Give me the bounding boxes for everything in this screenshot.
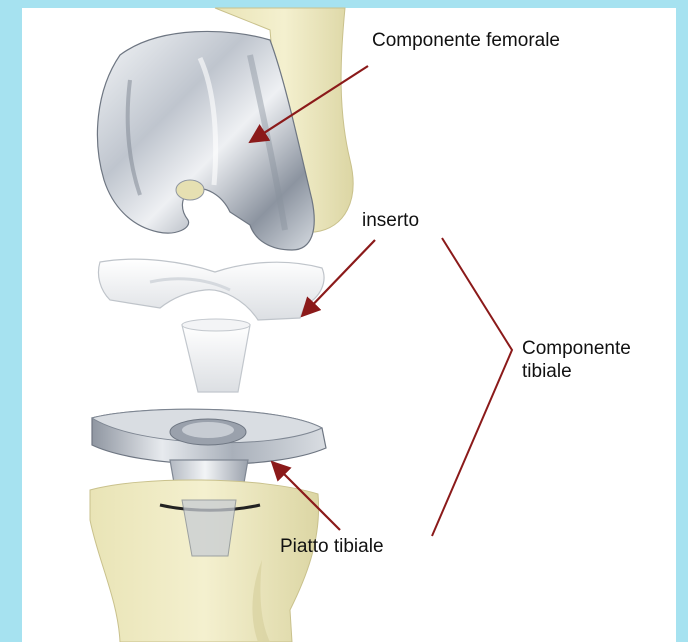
right-frame-band xyxy=(676,0,688,642)
top-frame-band xyxy=(0,0,688,8)
tibia-bone xyxy=(90,480,319,642)
label-insert: inserto xyxy=(362,210,419,233)
label-tibial-plate: Piatto tibiale xyxy=(280,536,384,559)
bracket-icon xyxy=(432,238,512,536)
label-tibial-component: Componente tibiale xyxy=(522,338,631,384)
left-frame-band xyxy=(0,0,22,642)
insert-component xyxy=(98,259,324,392)
label-femoral-component: Componente femorale xyxy=(372,30,560,53)
